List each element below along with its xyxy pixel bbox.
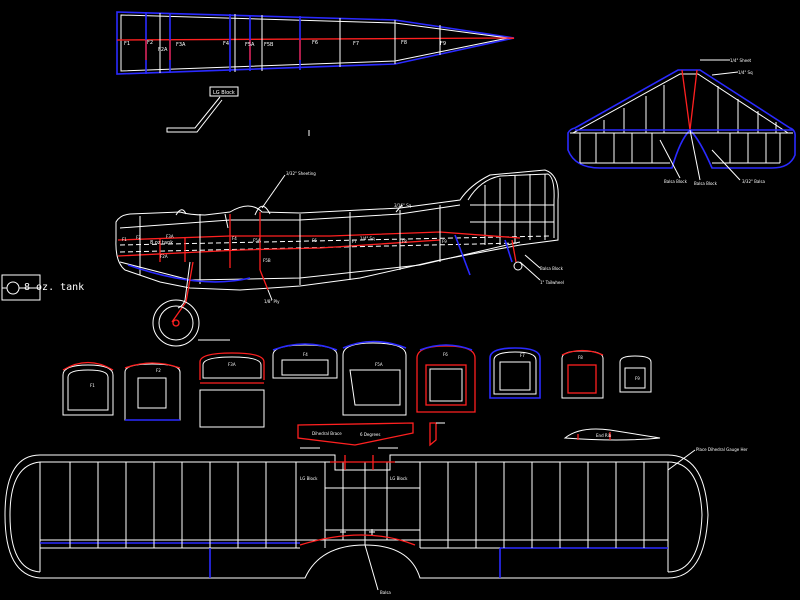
section-f2: F2 bbox=[124, 362, 181, 421]
section-f3a: F3A bbox=[199, 352, 265, 428]
horizontal-stabilizer: 1/4" Sheet 1/4" Sq Balsa Block Balsa Blo… bbox=[567, 58, 796, 186]
section-f3a-label: F3A bbox=[228, 362, 236, 367]
fs-label-f2: F2 bbox=[136, 235, 141, 240]
section-f6-label: F6 bbox=[443, 352, 448, 357]
top-view-fuselage: F1 F2 F2A F3A F4 F5A F5B F6 F7 F8 F9 bbox=[116, 11, 515, 75]
former-sections: F1 F2 F3A F4 F5A bbox=[62, 340, 652, 428]
sheeting-label: 3/32" Sheeting bbox=[286, 171, 316, 176]
tv-label-f7: F7 bbox=[353, 41, 359, 47]
end-rib: End Rib bbox=[563, 428, 661, 441]
fs-label-f5b: F5B bbox=[263, 258, 271, 263]
section-f9: F9 bbox=[619, 355, 652, 393]
tv-label-f2: F2 bbox=[147, 40, 153, 46]
tv-label-f3a: F3A bbox=[176, 42, 186, 48]
tailwheel-label: 1" Tailwheel bbox=[540, 280, 564, 285]
wing-lg-left-label: LG Block bbox=[300, 476, 318, 481]
tank-box: 8 oz. tank bbox=[1, 274, 84, 301]
dihedral-gauge-note: Place Dihedral Gauge Her bbox=[667, 447, 748, 471]
lg-block-label: LG Block bbox=[213, 90, 235, 96]
tv-label-f5a: F5A bbox=[245, 42, 255, 48]
section-f5a-label: F5A bbox=[375, 362, 383, 367]
tv-label-f9: F9 bbox=[440, 41, 446, 47]
dihedral-gauge-label: Place Dihedral Gauge Her bbox=[696, 447, 748, 452]
tail-right-horn-label: 3/32" Balsa bbox=[742, 179, 765, 184]
tv-label-f2a: F2A bbox=[158, 47, 168, 53]
section-f2-label: F2 bbox=[156, 368, 161, 373]
wing-plan: LG Block LG Block Balsa bbox=[4, 447, 709, 595]
fs-label-f2a: F2A bbox=[160, 254, 168, 259]
sq-label: 3/16" Sq bbox=[394, 203, 412, 208]
fs-label-f6: F6 bbox=[312, 238, 317, 243]
section-f7-label: F7 bbox=[520, 353, 525, 358]
section-f1: F1 bbox=[62, 361, 114, 416]
wing-lg-right-label: LG Block bbox=[390, 476, 408, 481]
ply-label: 1/8" Ply bbox=[264, 299, 280, 304]
fs-label-f1: F1 bbox=[122, 237, 127, 242]
lg-block-detail: LG Block bbox=[166, 86, 310, 136]
fuselage-tank-text: 8 oz tank bbox=[150, 240, 173, 246]
tv-label-f6: F6 bbox=[312, 40, 318, 46]
section-f8-label: F8 bbox=[578, 355, 583, 360]
section-f4-label: F4 bbox=[303, 352, 308, 357]
balsa-block-label: Balsa Block bbox=[540, 266, 564, 271]
fuselage-side-view: 3/32" Sheeting 3/16" Sq 1/4" Sq 8 oz tan… bbox=[115, 169, 564, 347]
dihedral-label-b: 6 Degrees bbox=[360, 432, 380, 437]
section-f5a: F5A bbox=[342, 340, 407, 416]
tank-label: 8 oz. tank bbox=[24, 282, 84, 293]
section-f8: F8 bbox=[561, 349, 604, 399]
tv-label-f1: F1 bbox=[124, 41, 130, 47]
tail-center-horn-label: Balsa Block bbox=[694, 181, 718, 186]
tail-spar-label: 1/4" Sheet bbox=[730, 58, 752, 63]
dihedral-label-a: Dihedral Brace bbox=[312, 431, 342, 436]
section-f9-label: F9 bbox=[635, 376, 640, 381]
stringer-label: 1/4" Sq bbox=[360, 236, 375, 241]
dihedral-brace: Dihedral Brace 6 Degrees bbox=[297, 422, 445, 447]
fs-label-f7: F7 bbox=[352, 239, 357, 244]
tail-sq-label: 1/4" Sq bbox=[738, 70, 753, 75]
tv-label-f8: F8 bbox=[401, 40, 407, 46]
tail-left-horn-label: Balsa Block bbox=[664, 179, 688, 184]
section-f6: F6 bbox=[416, 344, 476, 413]
end-rib-label: End Rib bbox=[596, 433, 612, 438]
tv-label-f4: F4 bbox=[223, 41, 229, 47]
wing-center-note: Balsa bbox=[380, 590, 391, 595]
section-f1-label: F1 bbox=[90, 383, 95, 388]
fs-label-f3a: F3A bbox=[166, 234, 174, 239]
tv-label-f5b: F5B bbox=[264, 42, 274, 48]
section-f4: F4 bbox=[272, 343, 338, 379]
fs-label-f4: F4 bbox=[232, 236, 237, 241]
section-f7: F7 bbox=[489, 347, 541, 399]
fs-label-f8: F8 bbox=[402, 239, 407, 244]
fs-label-f5a: F5A bbox=[253, 238, 261, 243]
fs-label-f9: F9 bbox=[442, 239, 447, 244]
